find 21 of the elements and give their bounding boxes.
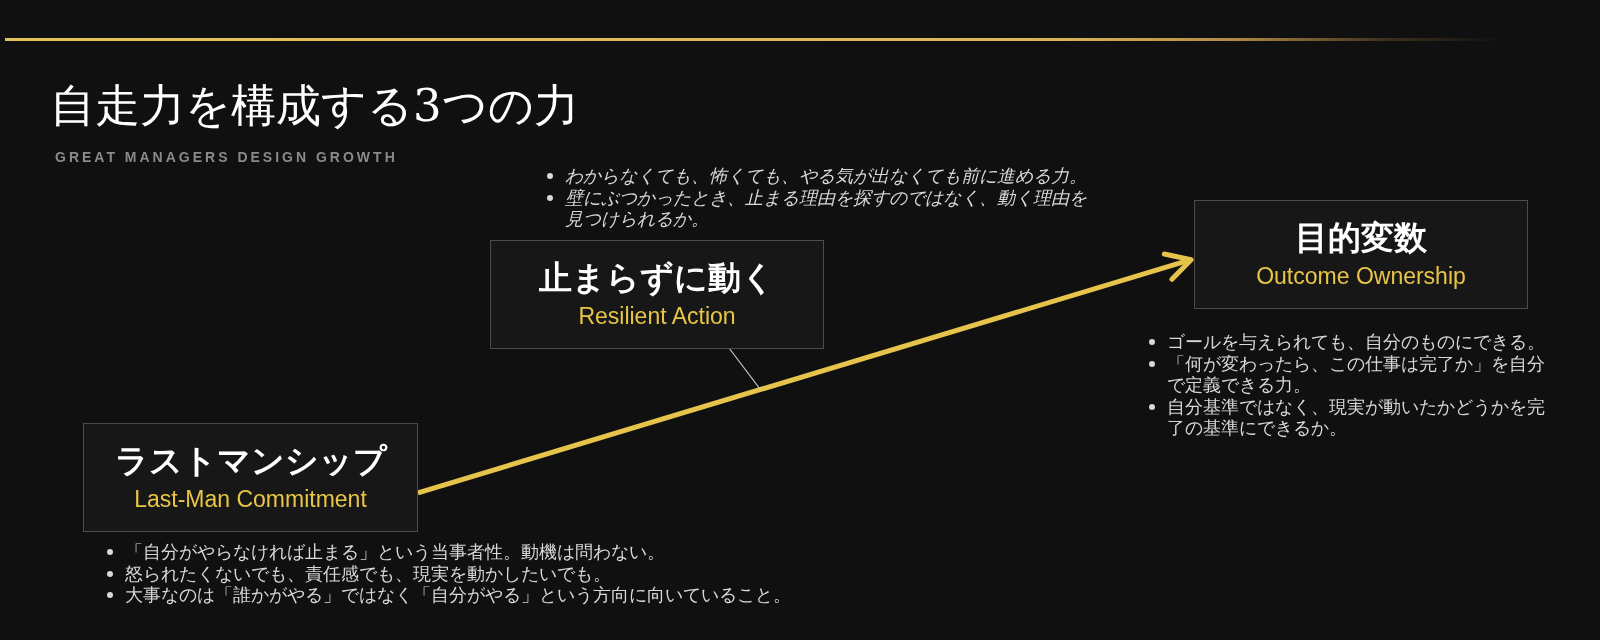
slide-subtitle: GREAT MANAGERS DESIGN GROWTH (55, 149, 398, 166)
bullet-text: 大事なのは「誰かがやる」ではなく「自分がやる」という方向に向いていること。 (125, 584, 791, 605)
concept-box (83, 423, 418, 532)
bullet-text: 「何が変わったら、この仕事は完了か」を自分で定義できる力。 (1167, 352, 1545, 395)
bullet-text: 怒られたくないでも、責任感でも、現実を動かしたいでも。 (125, 562, 611, 584)
bullet-text: 「自分がやらなければ止まる」という当事者性。動機は問わない。 (125, 541, 665, 562)
slide-title: 自走力を構成する3つの力 (50, 79, 579, 133)
concept-box (490, 240, 824, 349)
concept-title: 目的変数 (1295, 218, 1427, 258)
concept-subtitle: Last-Man Commitment (134, 485, 367, 514)
concept-title: ラストマンシップ (114, 441, 387, 481)
concept-subtitle: Outcome Ownership (1256, 262, 1466, 291)
bullet-text: 壁にぶつかったとき、止まる理由を探すのではなく、動く理由を見つけられるか。 (565, 186, 1087, 229)
leader-line (729, 348, 761, 390)
bullet-text: わからなくても、怖くても、やる気が出なくても前に進める力。 (565, 165, 1087, 186)
arrow (417, 251, 1194, 496)
bullet-text: 自分基準ではなく、現実が動いたかどうかを完了の基準にできるか。 (1167, 395, 1545, 438)
bullet-text: ゴールを与えられても、自分のものにできる。 (1167, 331, 1545, 352)
concept-box (1194, 200, 1528, 309)
concept-subtitle: Resilient Action (578, 302, 736, 331)
concept-title: 止まらずに動く (539, 258, 775, 298)
